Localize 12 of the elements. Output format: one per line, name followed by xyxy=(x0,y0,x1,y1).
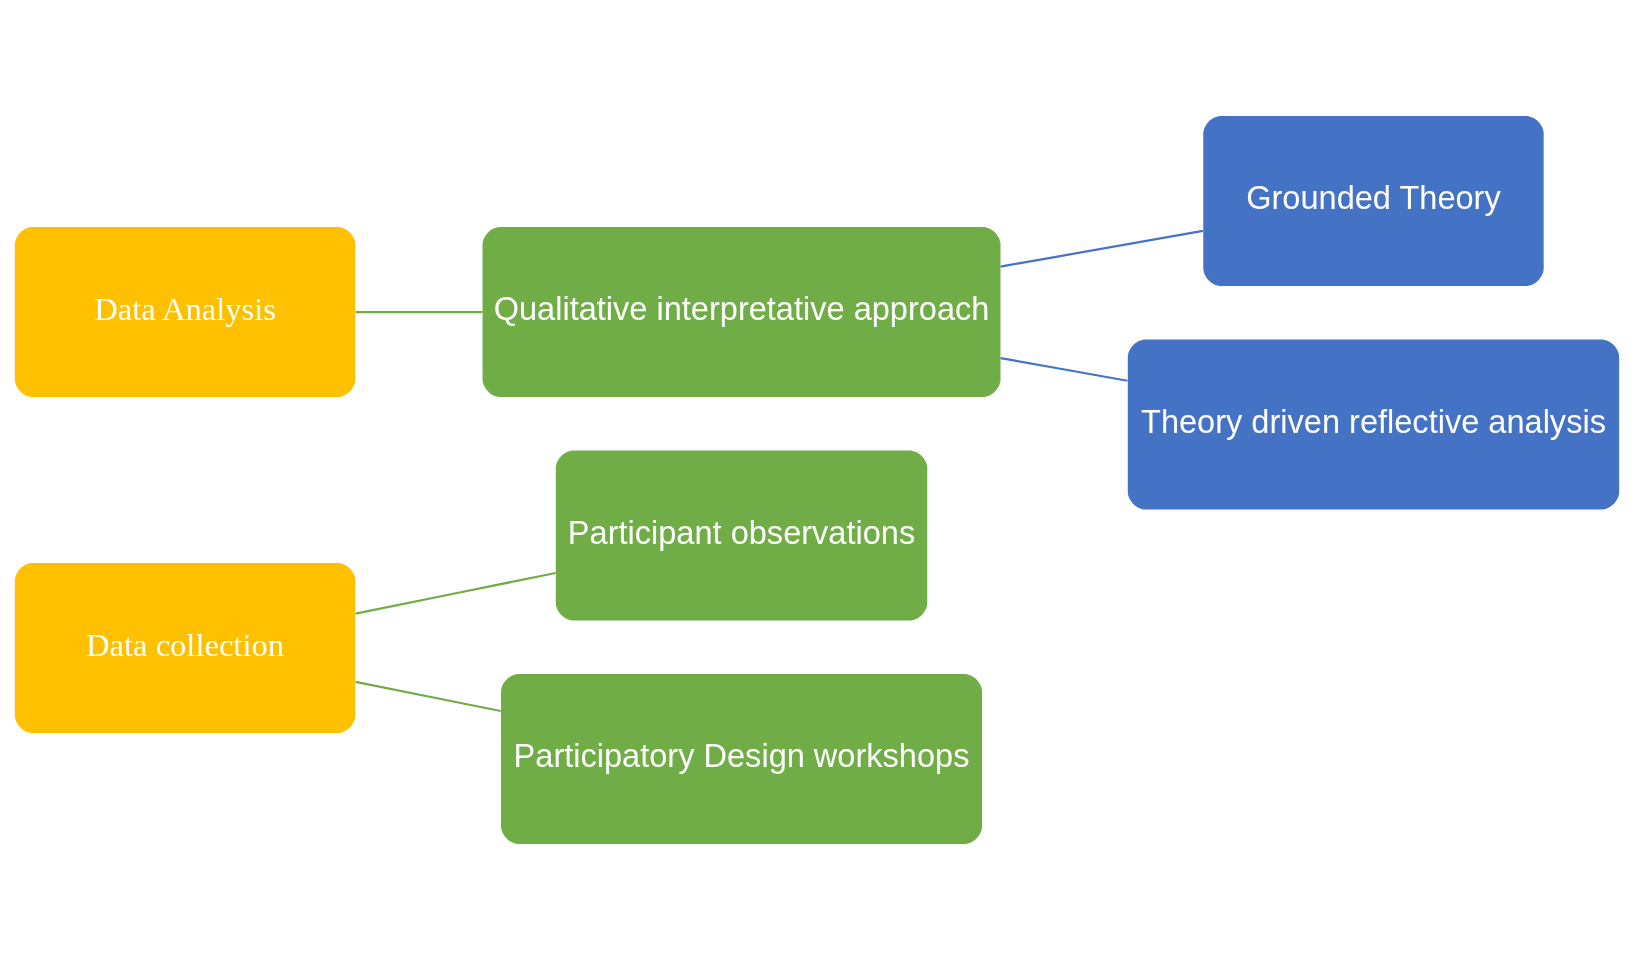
connector xyxy=(1000,357,1128,382)
connector xyxy=(1000,229,1204,268)
connector xyxy=(355,310,483,314)
node-box: Qualitative interpretative approach xyxy=(482,226,1001,398)
node-box: Data Analysis xyxy=(14,226,356,398)
connector xyxy=(355,571,556,615)
node-box: Grounded Theory xyxy=(1203,115,1544,287)
connector xyxy=(355,680,501,713)
node-box: Data collection xyxy=(14,562,356,734)
node-box: Participatory Design workshops xyxy=(501,673,982,845)
node-box: Theory driven reflective analysis xyxy=(1127,339,1620,510)
node-box: Participant observations xyxy=(555,450,928,621)
